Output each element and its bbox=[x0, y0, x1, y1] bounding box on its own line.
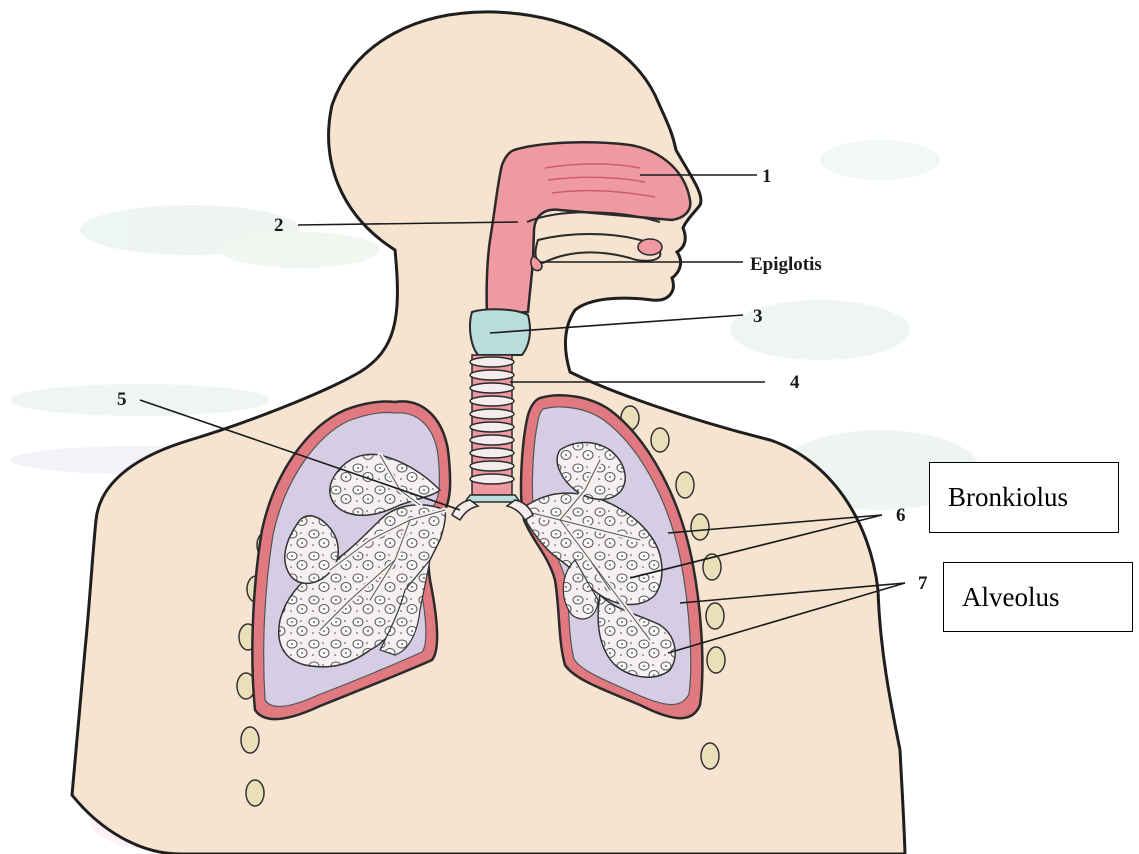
label-3: 3 bbox=[753, 306, 763, 327]
bronkiolus-label-text: Bronkiolus bbox=[948, 482, 1068, 513]
alveolus-label-box: Alveolus bbox=[943, 562, 1133, 632]
label-1: 1 bbox=[762, 166, 772, 187]
label-6: 6 bbox=[896, 505, 906, 526]
label-epiglottis: Epiglotis bbox=[750, 254, 822, 275]
alveolus-label-text: Alveolus bbox=[962, 582, 1060, 613]
label-2: 2 bbox=[274, 215, 284, 236]
bronkiolus-label-box: Bronkiolus bbox=[929, 462, 1119, 533]
label-5: 5 bbox=[117, 389, 127, 410]
label-4: 4 bbox=[790, 372, 800, 393]
label-7: 7 bbox=[918, 573, 928, 594]
